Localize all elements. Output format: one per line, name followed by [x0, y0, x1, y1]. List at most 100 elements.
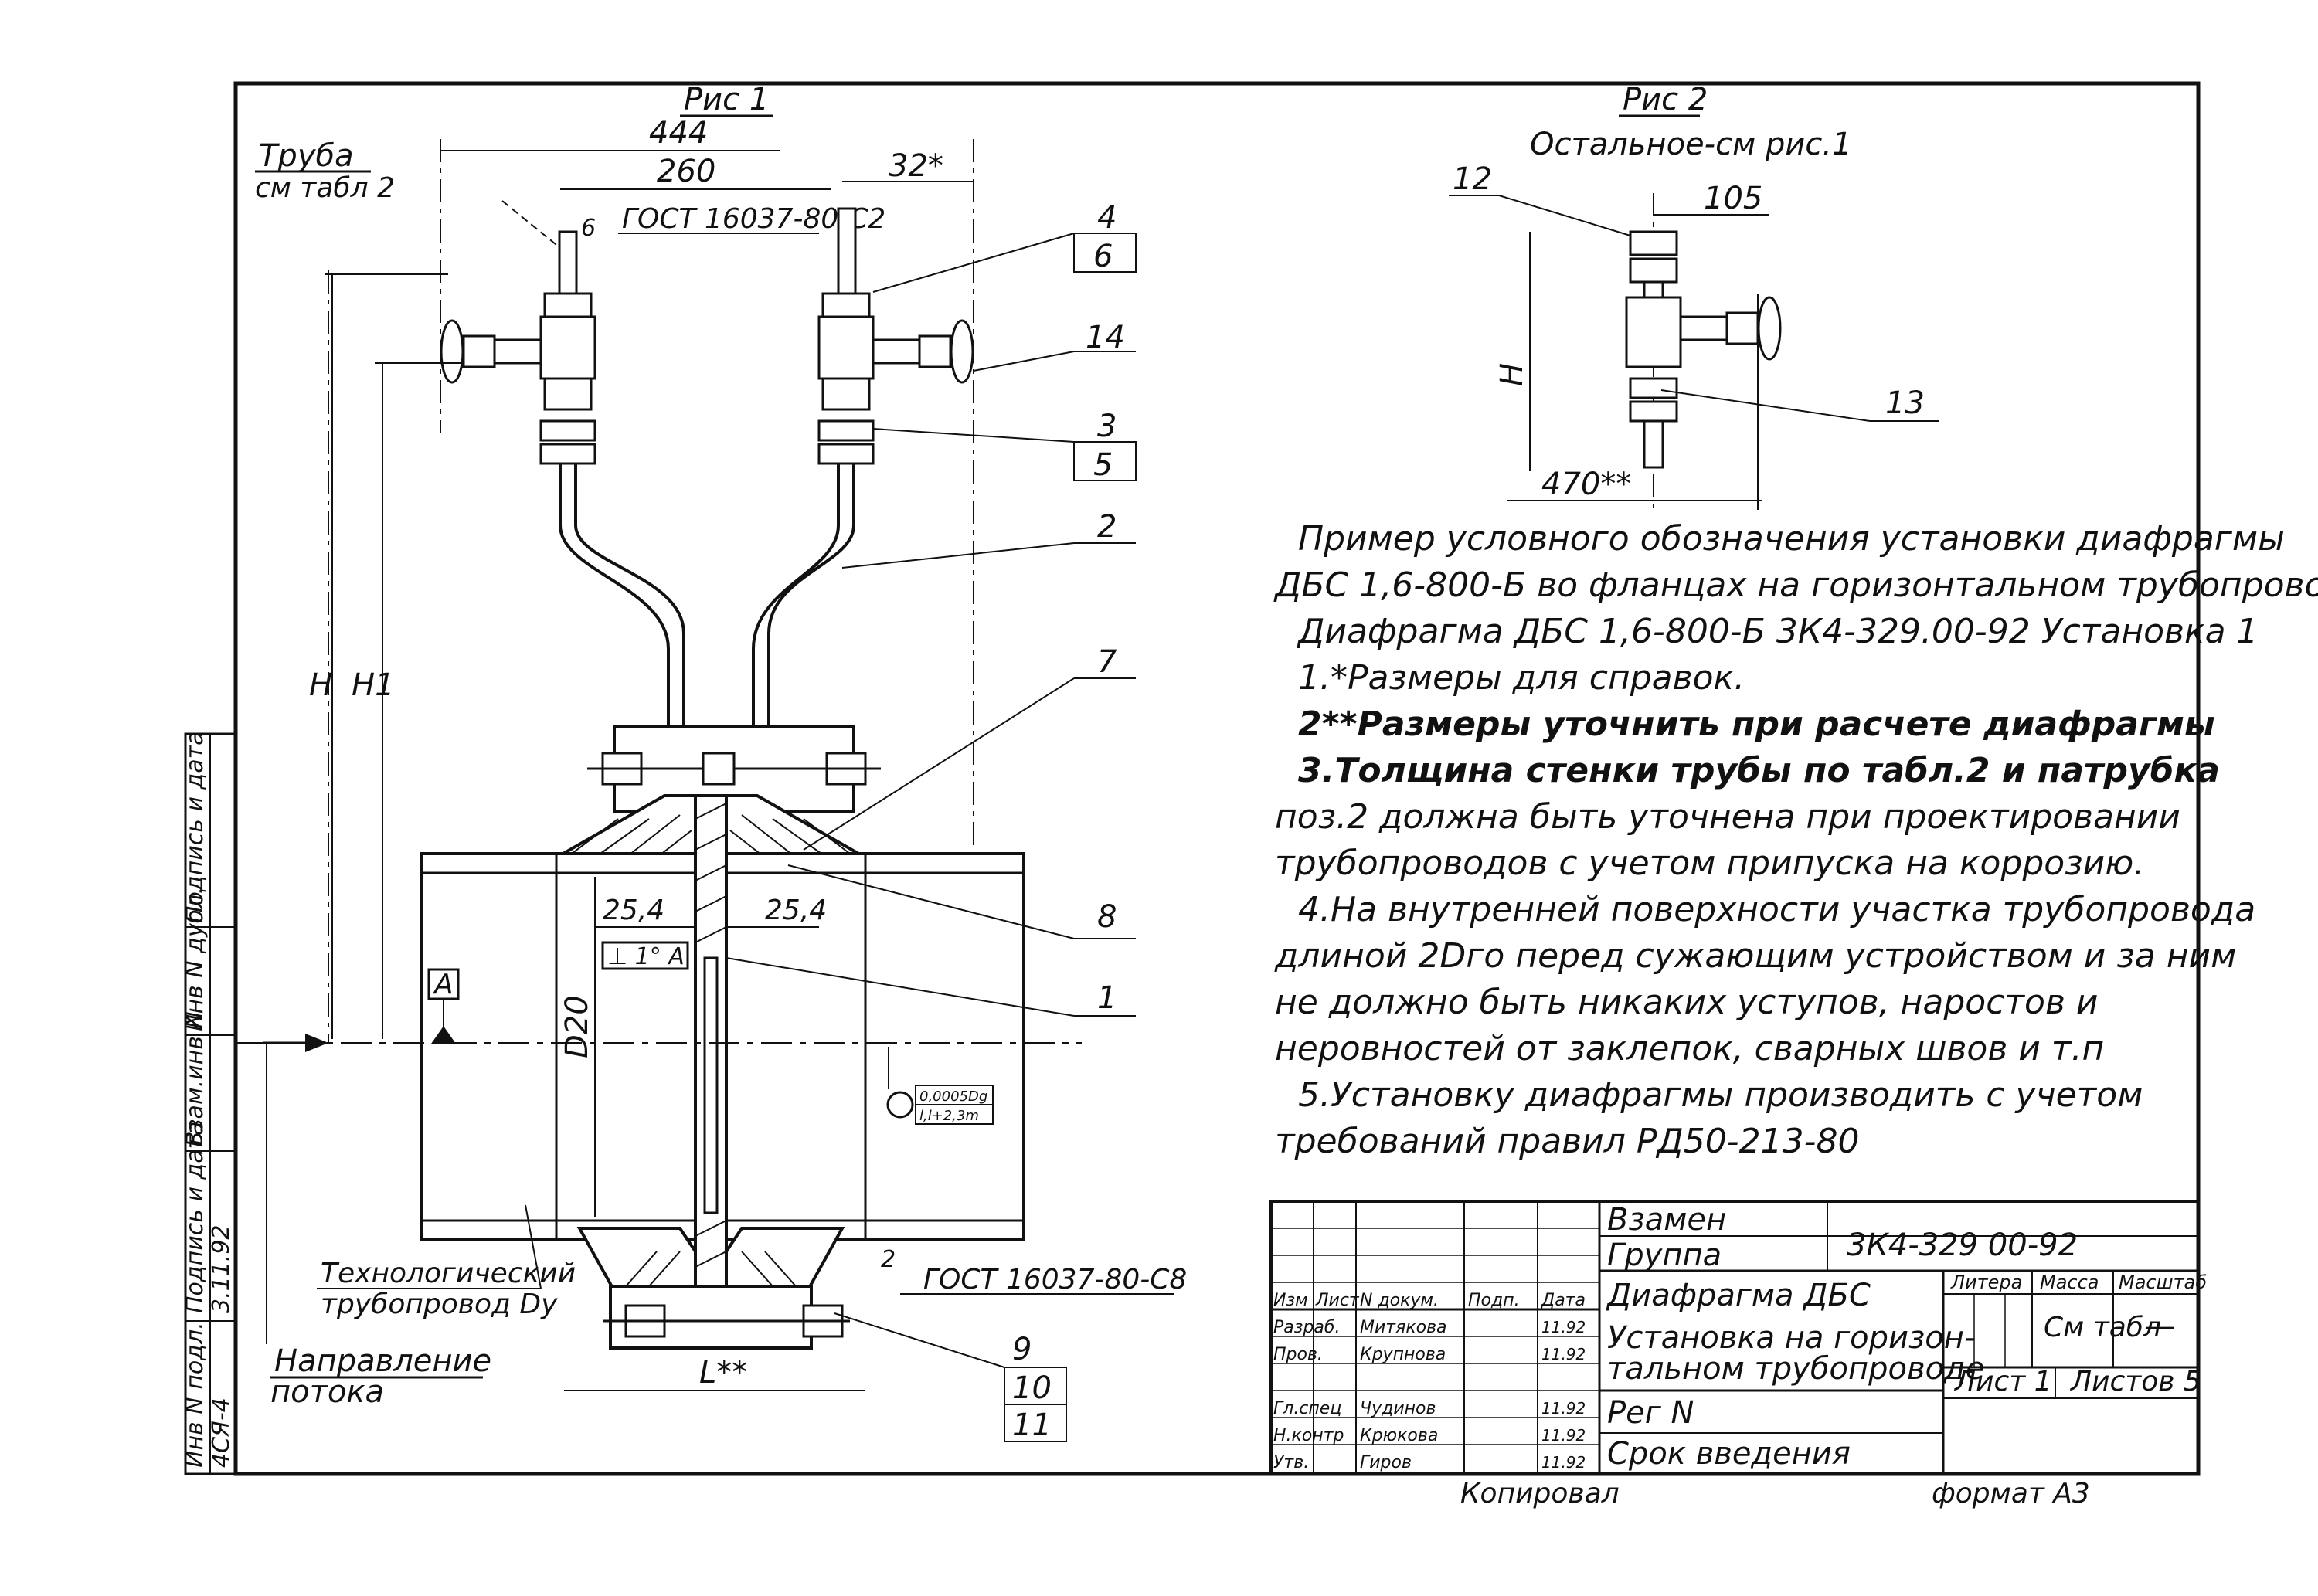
tb-reg: Рег N [1607, 1395, 1694, 1431]
tb-name-2: Чудинов [1360, 1399, 1436, 1418]
tb-role-2: Гл.спец [1273, 1399, 1341, 1418]
tb-name-3: Крюкова [1360, 1426, 1438, 1445]
tb-date-1: 11.92 [1541, 1345, 1586, 1363]
tolerance-frame: ⊥ 1° A [607, 943, 685, 970]
notes: Пример условного обозначения установки д… [1273, 519, 2318, 1161]
note-line-9: длиной 2Dго перед сужающим устройством и… [1274, 936, 2236, 976]
weld-mark-6: 6 [581, 215, 596, 242]
fig2-pos-13: 13 [1885, 385, 1925, 421]
tb-name-0: Митякова [1360, 1318, 1447, 1337]
weld-mark-2: 2 [881, 1246, 896, 1273]
tb-role-0: Разраб. [1273, 1318, 1340, 1337]
figure-1: Рис 1 Труба см табл 2 444 260 32* ГОСТ 1… [236, 82, 1187, 1443]
note-line-12: 5.Установку диафрагмы производить с учет… [1298, 1075, 2143, 1115]
dim-H1: H1 [352, 667, 395, 703]
dim-25-4-left: 25,4 [603, 895, 664, 926]
note-line-8: 4.На внутренней поверхности участка труб… [1298, 890, 2255, 929]
pipe-sub-label: см табл 2 [255, 172, 395, 204]
tb-litera: Литера [1950, 1272, 2022, 1293]
fig1-title: Рис 1 [684, 82, 769, 117]
tb-format: формат А3 [1932, 1478, 2090, 1509]
note-line-3: 1.*Размеры для справок. [1298, 658, 1745, 698]
fig2-dim-H: H [1494, 363, 1530, 386]
side-inv-value: 4СЯ-4 [208, 1397, 235, 1468]
side-label-inv: Инв N подл. [182, 1322, 209, 1468]
callout-8: 8 [1097, 899, 1117, 935]
callout-14: 14 [1086, 320, 1125, 355]
fig2-dim-470: 470** [1541, 467, 1631, 502]
note-line-13: требований правил РД50-213-80 [1275, 1122, 1859, 1161]
note-line-11: неровностей от заклепок, сварных швов и … [1275, 1029, 2104, 1068]
callouts: 4 6 14 3 5 2 7 8 1 9 [726, 200, 1137, 1443]
fig2-subtitle: Остальное-см рис.1 [1530, 127, 1852, 162]
dim-444: 444 [649, 115, 708, 151]
tb-srok: Срок введения [1607, 1436, 1851, 1472]
note-line-10: не должно быть никаких уступов, наростов… [1275, 983, 2098, 1022]
callout-10: 10 [1012, 1370, 1052, 1406]
callout-4: 4 [1097, 200, 1117, 236]
fig2-dim-105: 105 [1704, 181, 1762, 216]
tb-hdr-izm: Изм [1273, 1291, 1308, 1310]
dim-D20: D20 [559, 995, 595, 1058]
tb-copied: Копировал [1460, 1478, 1620, 1509]
flow-direction-sub: потока [270, 1374, 384, 1410]
callout-5: 5 [1093, 447, 1113, 483]
tb-date-0: 11.92 [1541, 1318, 1586, 1336]
tb-vzamen: Взамен [1607, 1202, 1726, 1238]
callout-1: 1 [1097, 980, 1117, 1016]
tb-name-2: Установка на горизон- [1607, 1320, 1975, 1356]
dim-25-4-right: 25,4 [765, 895, 827, 926]
dim-H: H [309, 667, 332, 703]
tb-gruppa: Группа [1607, 1238, 1722, 1273]
side-label-sign2: Подпись и дата [182, 732, 209, 924]
side-stamp: Инв N подл. Подпись и дата Взам.инв N Ин… [182, 732, 237, 1475]
tb-name-1: Диафрагма ДБС [1606, 1278, 1871, 1313]
callout-9: 9 [1012, 1332, 1032, 1367]
side-label-dubl: Инв N дубл. [182, 887, 209, 1031]
roughness-1: 0,0005Dg [919, 1088, 987, 1105]
tb-sheets-total: Листов 5 [2069, 1366, 2201, 1397]
note-line-6: поз.2 должна быть уточнена при проектиро… [1275, 797, 2180, 837]
dim-260: 260 [657, 154, 715, 189]
callout-3: 3 [1097, 409, 1117, 444]
tb-hdr-podp: Подп. [1468, 1291, 1520, 1310]
tb-name-3: тальном трубопроводе [1607, 1351, 1984, 1387]
tb-role-1: Пров. [1273, 1345, 1323, 1364]
pipe-label: Труба [259, 138, 354, 174]
tb-doc-code: 3К4-329 00-92 [1847, 1228, 2078, 1263]
callout-7: 7 [1097, 644, 1117, 680]
roughness-2: l,l+2,3m [919, 1108, 979, 1124]
tb-massa: Масса [2040, 1272, 2099, 1293]
note-line-0: Пример условного обозначения установки д… [1298, 519, 2285, 559]
process-pipe-label-2: трубопровод Dy [321, 1289, 558, 1320]
tb-sheet: Лист 1 [1953, 1366, 2052, 1397]
tb-role-3: Н.контр [1273, 1426, 1344, 1445]
note-line-5: 3.Толщина стенки трубы по табл.2 и патру… [1298, 751, 2220, 790]
process-pipe-label: Технологический [321, 1258, 576, 1289]
tb-date-2: 11.92 [1541, 1399, 1586, 1418]
tb-name-1: Крупнова [1360, 1345, 1446, 1364]
note-line-4: 2**Размеры уточнить при расчете диафрагм… [1298, 705, 2215, 744]
tb-hdr-ndok: N докум. [1360, 1291, 1439, 1310]
tb-scale-value: — [2144, 1309, 2175, 1344]
side-label-sign1: Подпись и дата [182, 1122, 209, 1314]
figure-2: Рис 2 Остальное-см рис.1 12 105 H 13 470… [1449, 82, 1939, 510]
note-line-2: Диафрагма ДБС 1,6-800-Б 3К4-329.00-92 Ус… [1297, 612, 2259, 651]
note-line-1: ДБС 1,6-800-Б во фланцах на горизонтальн… [1273, 565, 2318, 605]
tb-name-4: Гиров [1360, 1453, 1412, 1472]
side-date-value: 3.11.92 [208, 1224, 235, 1313]
dim-L: L** [699, 1355, 747, 1391]
tb-date-3: 11.92 [1541, 1426, 1586, 1445]
dim-32: 32* [889, 148, 943, 184]
note-line-7: трубопроводов с учетом припуска на корро… [1275, 844, 2144, 883]
callout-6: 6 [1093, 239, 1113, 274]
fig2-pos-12: 12 [1453, 161, 1492, 197]
flow-arrow-icon [305, 1034, 328, 1052]
gost-c8: ГОСТ 16037-80-С8 [923, 1264, 1187, 1295]
tb-masshtab: Масштаб [2119, 1272, 2207, 1293]
title-block: Изм Лист N докум. Подп. Дата Разраб. Мит… [1269, 1200, 2207, 1509]
tb-hdr-data: Дата [1541, 1291, 1586, 1310]
datum-A: A [433, 969, 454, 1000]
tb-role-4: Утв. [1273, 1453, 1309, 1472]
